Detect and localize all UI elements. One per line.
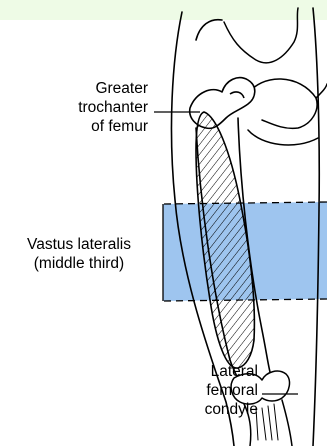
greater-trochanter-label: Greater trochanter of femur (40, 79, 148, 136)
vastus-lateralis-muscle (196, 112, 254, 368)
pelvis (224, 8, 327, 145)
vastus-lateralis-label: Vastus lateralis (middle third) (2, 235, 156, 273)
lateral-condyle-label: Lateral femoral condyle (180, 362, 258, 419)
